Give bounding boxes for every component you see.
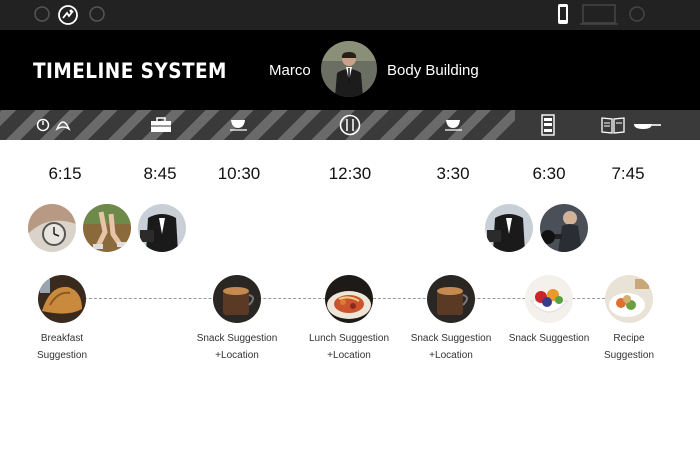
coffee-cup-icon-2[interactable]: [444, 119, 464, 137]
time-label: 6:30: [532, 164, 566, 183]
meal-label: Recipe Suggestion: [569, 330, 689, 364]
activity-gym-photo[interactable]: [540, 204, 588, 252]
time-label: 8:45: [143, 164, 177, 183]
frying-pan-icon[interactable]: [632, 120, 662, 138]
activity-running-photo[interactable]: [83, 204, 131, 252]
meal-label: Breakfast Suggestion: [2, 330, 122, 364]
time-label: 3:30: [436, 164, 470, 183]
meal-label-line1: Recipe: [613, 333, 645, 344]
activity-business-photo[interactable]: [138, 204, 186, 252]
meal-label-line2: +Location: [215, 350, 259, 361]
meal-label: Snack Suggestion +Location: [177, 330, 297, 364]
top-bar: [0, 0, 700, 30]
time-label: 6:15: [48, 164, 82, 183]
back-circle-icon[interactable]: [33, 5, 51, 23]
snack-coffee-photo[interactable]: [213, 275, 261, 323]
desktop-device-icon[interactable]: [580, 4, 618, 25]
time-label: 12:30: [328, 164, 372, 183]
coffee-cup-icon[interactable]: [229, 119, 249, 137]
snack-coffee-photo-2[interactable]: [427, 275, 475, 323]
watch-device-icon[interactable]: [628, 5, 646, 23]
striped-background: [0, 110, 515, 140]
recipe-book-icon[interactable]: [601, 116, 625, 134]
meal-label: Snack Suggestion +Location: [391, 330, 511, 364]
app-logo-icon[interactable]: [58, 5, 78, 25]
user-name: Marco: [269, 62, 311, 79]
meal-label: Lunch Suggestion +Location: [289, 330, 409, 364]
meal-label-line2: +Location: [327, 350, 371, 361]
meal-label-line1: Lunch Suggestion: [308, 333, 390, 344]
vending-machine-icon[interactable]: [541, 114, 555, 136]
timer-icon[interactable]: [36, 118, 50, 136]
croissant-icon[interactable]: [55, 117, 71, 135]
activity-alarm-clock-photo[interactable]: [28, 204, 76, 252]
page-title: TIMELINE SYSTEM: [33, 59, 227, 83]
meal-label-line2: Suggestion: [603, 350, 655, 361]
lunch-pasta-photo[interactable]: [325, 275, 373, 323]
meal-label-line1: Snack Suggestion: [196, 333, 278, 344]
avatar[interactable]: [321, 41, 377, 97]
recipe-salad-photo[interactable]: [605, 275, 653, 323]
forward-circle-icon[interactable]: [88, 5, 106, 23]
meal-label-line1: Snack Suggestion: [410, 333, 492, 344]
breakfast-croissant-photo[interactable]: [38, 275, 86, 323]
activity-business-photo-2[interactable]: [485, 204, 533, 252]
snack-fruit-bowl-photo[interactable]: [525, 275, 573, 323]
meal-label-line1: Snack Suggestion: [508, 333, 590, 344]
meal-label-line1: Breakfast: [40, 333, 84, 344]
meal-label: Snack Suggestion: [489, 330, 609, 347]
phone-device-icon[interactable]: [556, 3, 574, 24]
goal-label: Body Building: [387, 62, 479, 79]
time-label: 10:30: [217, 164, 261, 183]
time-label: 7:45: [611, 164, 645, 183]
meal-label-line2: +Location: [429, 350, 473, 361]
category-bar: [0, 110, 700, 140]
meal-label-line2: Suggestion: [36, 350, 88, 361]
dining-plate-icon[interactable]: [339, 114, 361, 136]
briefcase-icon[interactable]: [150, 117, 172, 135]
